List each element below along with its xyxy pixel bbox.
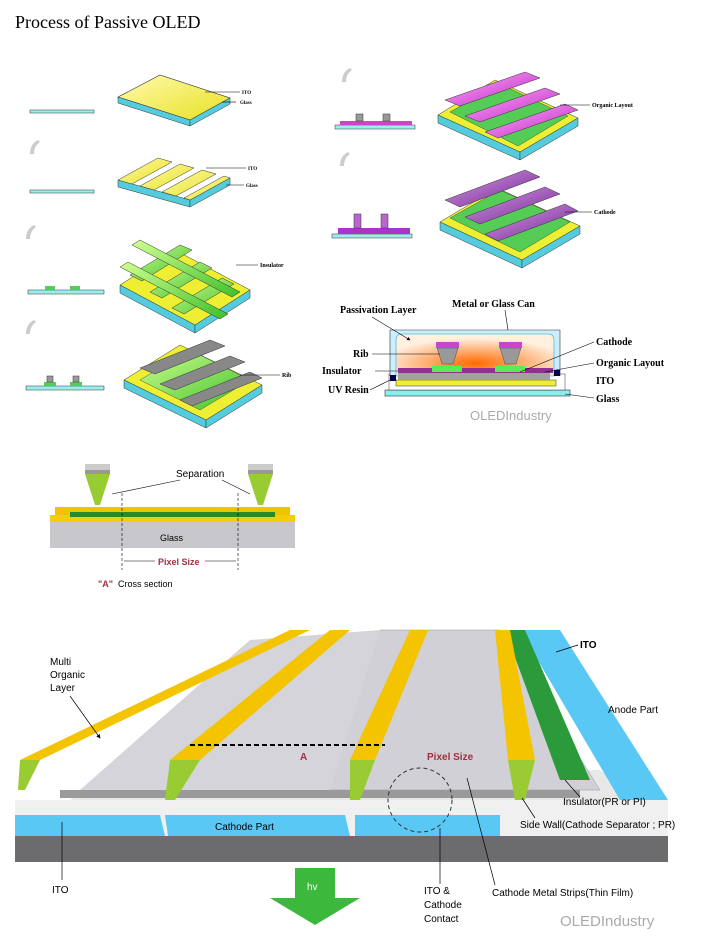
label-multi-organic-line1: Multi: [50, 657, 71, 668]
label-ito-bottom: ITO: [52, 885, 69, 896]
arrow-icon: [340, 152, 350, 166]
label-uv-resin: UV Resin: [328, 385, 369, 396]
label-side-wall: Side Wall(Cathode Separator ; PR): [520, 820, 675, 831]
label-ito-top: ITO: [580, 640, 597, 651]
page-title: Process of Passive OLED: [15, 12, 201, 32]
step-5-organic-layer: Organic Layout: [334, 71, 633, 161]
step-3-insulator: Insulator: [27, 239, 284, 334]
caption-cross-section: Cross section: [118, 579, 173, 589]
arrow-icon: [26, 320, 36, 334]
label-ito-contact-line2: Cathode: [424, 900, 462, 911]
label-pixel-size: Pixel Size: [427, 752, 474, 763]
step-6-cathode: Cathode: [331, 169, 616, 269]
caption-a: "A": [98, 579, 113, 589]
label-hv: hv: [307, 882, 318, 893]
label-insulator: Insulator: [260, 263, 284, 269]
label-metal-glass-can: Metal or Glass Can: [452, 299, 535, 310]
label-cathode: Cathode: [594, 210, 616, 216]
label-passivation-layer: Passivation Layer: [340, 305, 417, 316]
pixel-cross-section: Glass Separation Pixel Size "A" Cross se…: [50, 464, 295, 589]
step-2-ito-pattern: ITO Glass: [29, 157, 258, 208]
encapsulation-cross-section: Passivation Layer Metal or Glass Can Rib…: [322, 299, 665, 405]
label-ito: ITO: [596, 376, 614, 387]
label-multi-organic-line2: Organic: [50, 670, 85, 681]
label-glass: Glass: [246, 184, 258, 189]
label-a-marker: A: [300, 752, 307, 763]
label-organic-layout: Organic Layout: [596, 358, 665, 369]
label-multi-organic-line3: Layer: [50, 683, 76, 694]
label-cathode-part: Cathode Part: [215, 822, 274, 833]
label-ito: ITO: [242, 91, 251, 96]
label-glass: Glass: [240, 101, 252, 106]
passive-oled-perspective: Multi Organic Layer ITO Anode Part A Pix…: [15, 629, 675, 925]
arrow-icon: [342, 68, 352, 82]
label-insulator: Insulator: [322, 366, 362, 377]
label-glass: Glass: [160, 533, 184, 543]
arrow-icon: [26, 225, 36, 239]
label-cathode-strips: Cathode Metal Strips(Thin Film): [492, 888, 633, 899]
step-1-ito-glass: ITO Glass: [29, 74, 252, 127]
label-pixel-size: Pixel Size: [158, 557, 200, 567]
watermark: OLEDIndustry: [560, 913, 655, 930]
label-cathode: Cathode: [596, 337, 633, 348]
label-rib: Rib: [353, 349, 369, 360]
label-anode-part: Anode Part: [608, 705, 658, 716]
label-glass: Glass: [596, 394, 619, 405]
label-organic-layout: Organic Layout: [592, 103, 633, 109]
step-4-rib: Rib: [25, 339, 292, 429]
arrow-icon: [30, 140, 40, 154]
label-ito-contact-line1: ITO &: [424, 886, 450, 897]
label-rib: Rib: [282, 373, 292, 379]
watermark: OLEDIndustry: [470, 408, 552, 423]
label-ito: ITO: [248, 167, 257, 172]
label-separation: Separation: [176, 469, 224, 480]
label-insulator: Insulator(PR or PI): [563, 797, 646, 808]
label-ito-contact-line3: Contact: [424, 914, 459, 925]
